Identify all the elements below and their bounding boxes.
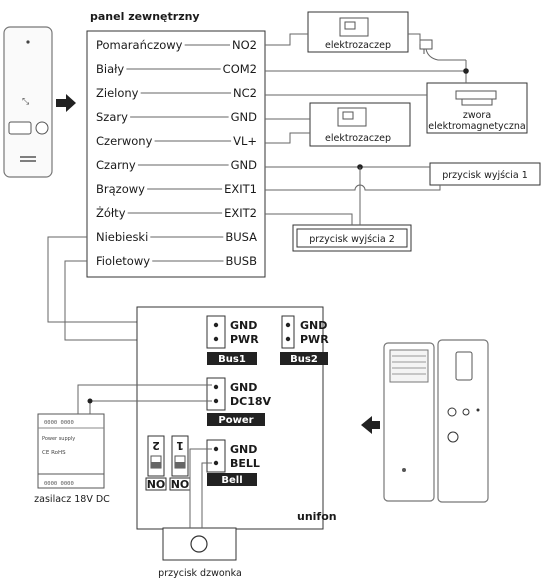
- panel-title: panel zewnętrzny: [90, 10, 200, 23]
- svg-text:0000 0000: 0000 0000: [44, 420, 74, 426]
- strike1-icon: [339, 17, 369, 37]
- bell-terminal: GND BELL Bell: [206, 439, 260, 486]
- terminal-label: GND: [231, 110, 258, 124]
- svg-text:NO: NO: [147, 478, 166, 491]
- svg-text:GND: GND: [230, 443, 257, 456]
- svg-text:Power supply: Power supply: [42, 436, 75, 442]
- wire-color-label: Biały: [96, 62, 124, 76]
- wire-color-label: Niebieski: [96, 230, 148, 244]
- bell-wiring: [189, 448, 212, 528]
- wire-color-label: Szary: [96, 110, 128, 124]
- svg-text:Bell: Bell: [221, 475, 242, 486]
- power-terminal: GND DC18V Power: [206, 377, 272, 426]
- outdoor-panel-device: ⤡: [3, 26, 53, 178]
- psu-device: 0000 0000 Power supply CE RoHS 0000 0000: [37, 413, 105, 489]
- psu-label: zasilacz 18V DC: [34, 494, 110, 505]
- indoor-monitor-device: [383, 339, 489, 503]
- terminal-label: BUSB: [226, 254, 258, 268]
- brand-label: unifon: [297, 510, 337, 523]
- svg-text:NO: NO: [171, 478, 190, 491]
- bus1-terminal: GND PWR Bus1: [206, 315, 259, 365]
- svg-text:Bus1: Bus1: [218, 354, 246, 365]
- wire-color-label: Zielony: [96, 86, 139, 100]
- svg-text:PWR: PWR: [230, 333, 259, 346]
- svg-text:BELL: BELL: [230, 457, 260, 470]
- maglock-label-1: zwora: [463, 110, 491, 121]
- strike1-label: elektrozaczep: [325, 40, 391, 51]
- svg-text:Bus2: Bus2: [290, 354, 318, 365]
- panel-wiring-box: [86, 30, 266, 278]
- wire-color-label: Brązowy: [96, 182, 145, 196]
- wire-color-label: Pomarańczowy: [96, 38, 183, 52]
- wire-color-label: Czerwony: [96, 134, 153, 148]
- strike2-label: elektrozaczep: [325, 133, 391, 144]
- plug-icon: [419, 39, 466, 61]
- exit2-inner-box: [296, 228, 408, 248]
- svg-text:GND: GND: [230, 319, 257, 332]
- exit1-box: [429, 162, 541, 186]
- terminal-label: BUSA: [225, 230, 257, 244]
- svg-text:DC18V: DC18V: [230, 395, 272, 408]
- terminal-label: EXIT2: [224, 206, 257, 220]
- terminal-label: GND: [231, 158, 258, 172]
- maglock-label-2: elektromagnetyczna: [428, 121, 525, 132]
- exit1-label: przycisk wyjścia 1: [442, 170, 528, 181]
- psu-wiring: [77, 384, 212, 414]
- terminal-label: COM2: [223, 62, 257, 76]
- maglock-icon: [455, 90, 497, 106]
- dip-switch-1[interactable]: 1 NO: [169, 435, 191, 491]
- arrow-right-icon: [56, 94, 76, 112]
- wire-color-label: Czarny: [96, 158, 136, 172]
- dip-switch-2[interactable]: 2 NO: [145, 435, 167, 491]
- bell-button-label: przycisk dzwonka: [158, 568, 242, 579]
- terminal-label: NC2: [233, 86, 257, 100]
- svg-text:Power: Power: [218, 415, 253, 426]
- exit2-label: przycisk wyjścia 2: [309, 234, 395, 245]
- svg-text:GND: GND: [230, 381, 257, 394]
- svg-text:⤡: ⤡: [22, 97, 29, 107]
- svg-text:GND: GND: [300, 319, 327, 332]
- wire-color-label: Żółty: [96, 205, 126, 220]
- bell-button-icon: [190, 535, 208, 553]
- arrow-left-icon: [361, 416, 380, 434]
- wire-color-label: Fioletowy: [96, 254, 150, 268]
- svg-text:PWR: PWR: [300, 333, 329, 346]
- svg-text:1: 1: [176, 439, 184, 452]
- wiring: [47, 33, 469, 341]
- svg-text:CE RoHS: CE RoHS: [42, 450, 66, 456]
- svg-text:0000 0000: 0000 0000: [44, 481, 74, 487]
- terminal-label: VL+: [233, 134, 257, 148]
- svg-text:2: 2: [152, 439, 160, 452]
- terminal-label: EXIT1: [224, 182, 257, 196]
- strike2-icon: [337, 107, 367, 127]
- bus2-terminal: GND PWR Bus2: [280, 315, 329, 365]
- terminal-label: NO2: [232, 38, 257, 52]
